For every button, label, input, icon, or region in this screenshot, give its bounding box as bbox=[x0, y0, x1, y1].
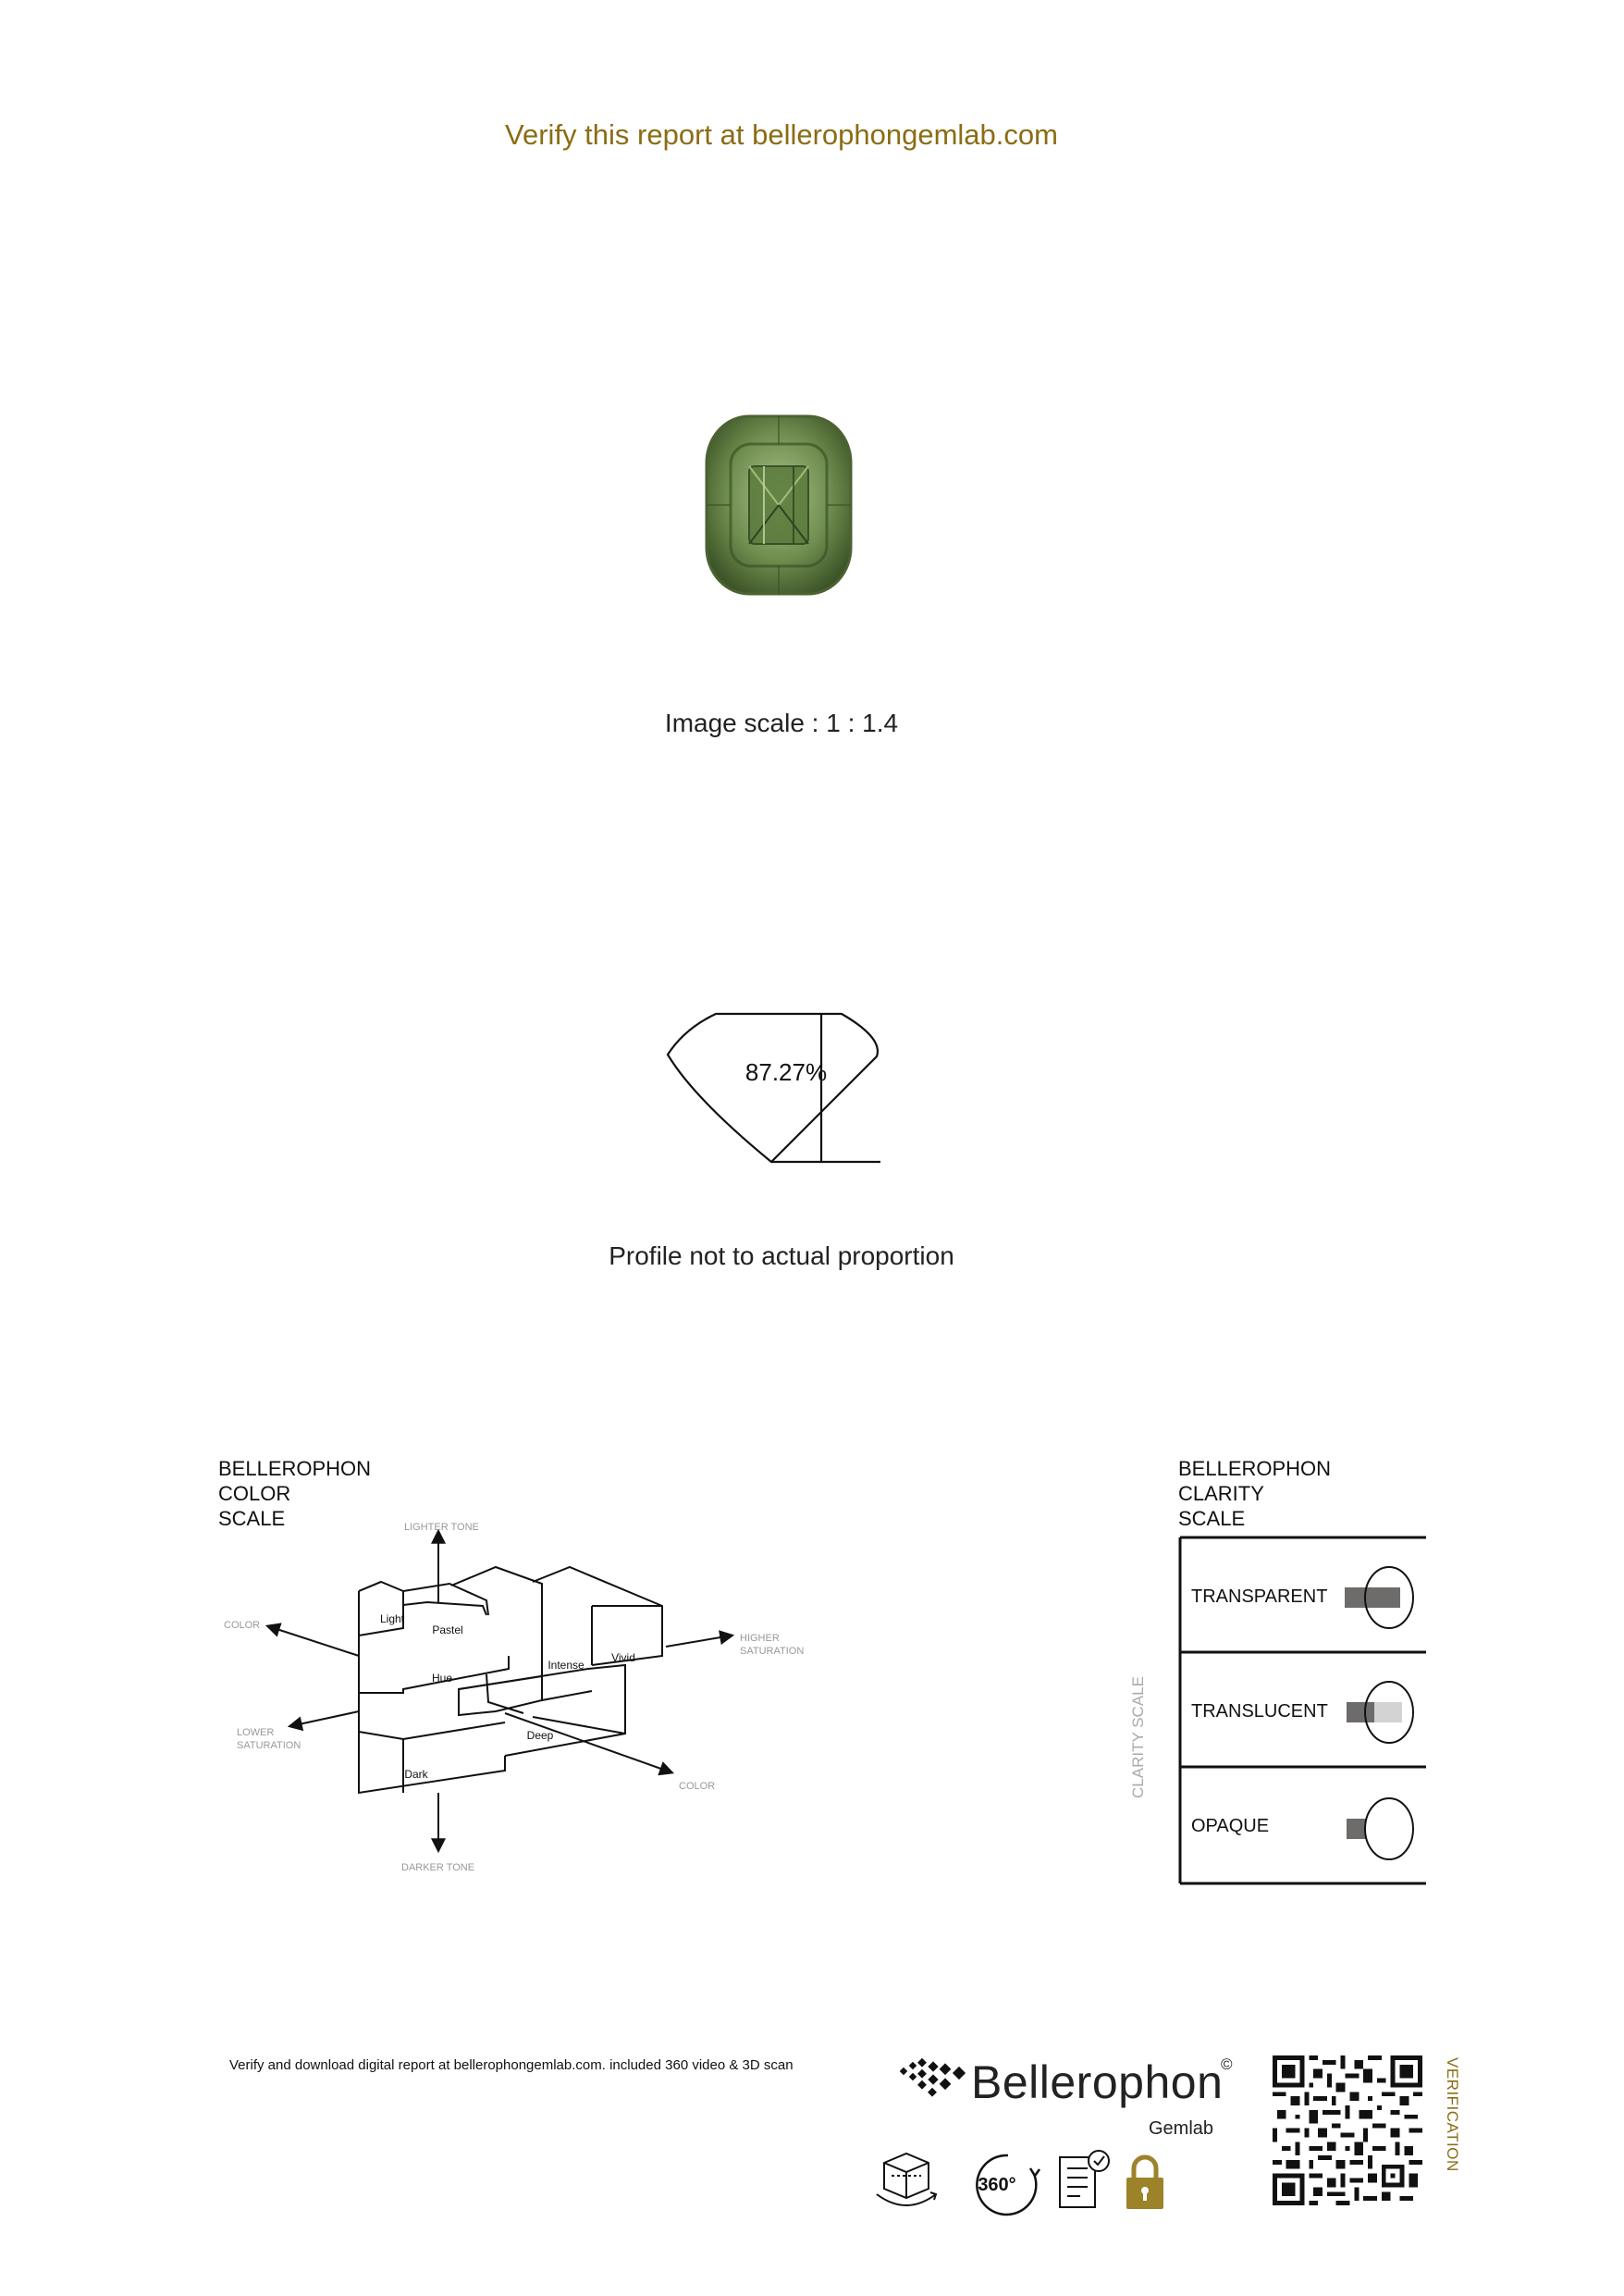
verification-label: VERIFICATION bbox=[1444, 2057, 1461, 2172]
color-left-label: COLOR bbox=[224, 1620, 260, 1631]
svg-text:360°: 360° bbox=[978, 2175, 1015, 2195]
brand-subtitle: Gemlab bbox=[1149, 2118, 1214, 2139]
3d-cube-icon[interactable] bbox=[876, 2152, 938, 2206]
lock-icon[interactable] bbox=[1126, 2154, 1163, 2209]
lower-saturation-label-2: SATURATION bbox=[237, 1740, 301, 1751]
color-right-label: COLOR bbox=[679, 1781, 715, 1792]
feature-icons: 360° bbox=[876, 2150, 1163, 2216]
verify-report-link[interactable]: Verify this report at bellerophongemlab.… bbox=[505, 118, 1058, 151]
depth-percentage: 87.27% bbox=[745, 1058, 827, 1086]
clarity-row-transparent: TRANSPARENT bbox=[1191, 1586, 1327, 1607]
color-scale-title: BELLEROPHON COLOR SCALE bbox=[218, 1457, 372, 1530]
brand-copyright: © bbox=[1221, 2055, 1233, 2073]
profile-caption: Profile not to actual proportion bbox=[609, 1241, 954, 1270]
clarity-row-opaque: OPAQUE bbox=[1191, 1816, 1269, 1836]
clarity-axis-label: CLARITY SCALE bbox=[1129, 1676, 1147, 1798]
pastel-label: Pastel bbox=[432, 1623, 462, 1636]
360-icon[interactable]: 360° bbox=[976, 2154, 1041, 2216]
lighter-tone-label: LIGHTER TONE bbox=[404, 1522, 479, 1533]
brand-name: Bellerophon bbox=[971, 2056, 1224, 2108]
intense-label: Intense bbox=[547, 1659, 584, 1672]
color-scale-diagram: LIGHTER TONE DARKER TONE COLOR COLOR LOW… bbox=[224, 1522, 804, 1873]
hue-label: Hue bbox=[432, 1672, 452, 1685]
clarity-row-translucent: TRANSLUCENT bbox=[1191, 1701, 1328, 1722]
dark-label: Dark bbox=[404, 1768, 428, 1781]
profile-diagram: 87.27% bbox=[666, 1012, 880, 1164]
higher-saturation-label-2: SATURATION bbox=[740, 1646, 804, 1657]
light-label: Light bbox=[380, 1612, 405, 1625]
darker-tone-label: DARKER TONE bbox=[401, 1862, 474, 1873]
clarity-scale-title: BELLEROPHON CLARITY SCALE bbox=[1178, 1457, 1332, 1530]
verification-qr-code[interactable] bbox=[1273, 2055, 1422, 2205]
certificate-icon[interactable] bbox=[1059, 2150, 1110, 2208]
image-scale-label: Image scale : 1 : 1.4 bbox=[664, 709, 899, 737]
gemstone-image bbox=[705, 414, 853, 596]
footer-verify-text: Verify and download digital report at be… bbox=[229, 2057, 794, 2073]
lower-saturation-label: LOWER bbox=[237, 1727, 274, 1738]
clarity-scale-table: CLARITY SCALE TRANSPARENT TRANSLUCENT OP… bbox=[1129, 1536, 1426, 1885]
vivid-label: Vivid bbox=[611, 1651, 635, 1664]
bellerophon-logo-mark bbox=[899, 2057, 966, 2097]
higher-saturation-label: HIGHER bbox=[740, 1633, 780, 1644]
deep-label: Deep bbox=[527, 1729, 554, 1742]
